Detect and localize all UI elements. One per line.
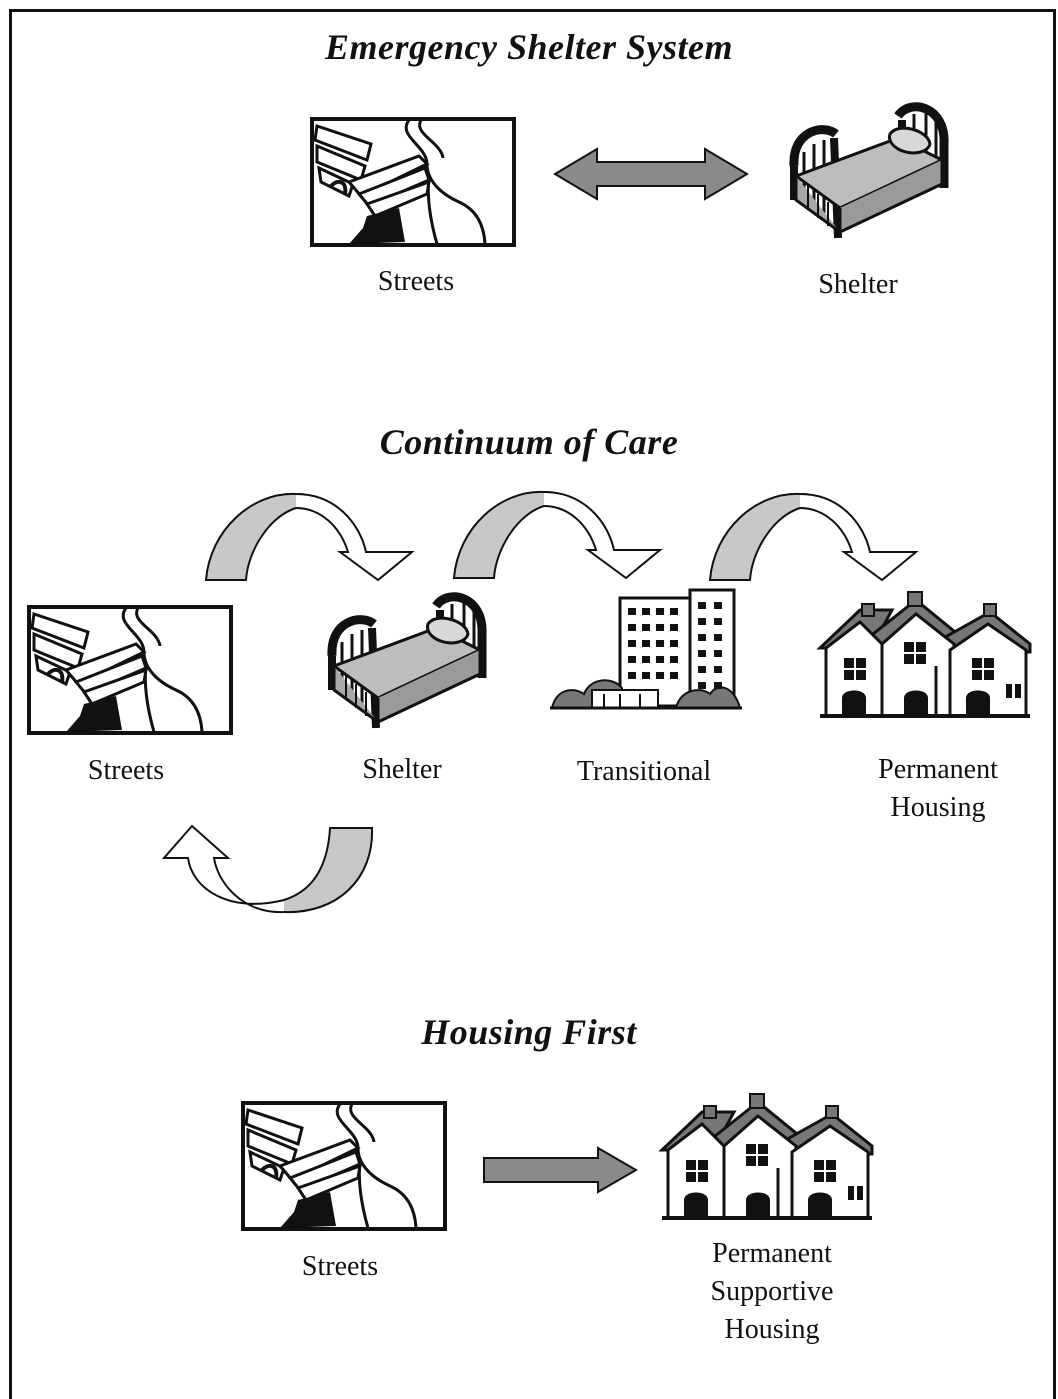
title-continuum-of-care: Continuum of Care [379, 422, 679, 462]
label-line: Housing [724, 1314, 820, 1345]
streets-bench-image [310, 117, 516, 247]
double-arrow [553, 147, 749, 201]
transitional-building-image [548, 588, 744, 710]
return-arrow-to-streets [161, 824, 374, 914]
label-transitional: Transitional [576, 756, 712, 787]
permanent-supportive-housing-image [660, 1092, 874, 1220]
label-permanent-housing: Permanent Housing [808, 751, 1058, 827]
label-line: Permanent [712, 1238, 832, 1269]
label-shelter: Shelter [818, 269, 898, 300]
title-emergency-shelter-system: Emergency Shelter System [325, 27, 733, 67]
diagram-frame [9, 9, 1056, 1399]
label-permanent-supportive-housing: Permanent Supportive Housing [642, 1235, 902, 1349]
curved-arrow-streets-to-shelter [204, 492, 415, 582]
right-arrow [483, 1146, 638, 1194]
label-streets: Streets [301, 1251, 379, 1282]
permanent-housing-image [818, 590, 1032, 718]
shelter-bed-image [778, 104, 954, 246]
title-housing-first: Housing First [421, 1012, 637, 1052]
label-streets: Streets [377, 266, 455, 297]
label-line: Permanent [878, 754, 998, 785]
streets-bench-image [241, 1101, 447, 1231]
curved-arrow-shelter-to-transitional [452, 490, 663, 580]
label-shelter: Shelter [362, 754, 442, 785]
curved-arrow-transitional-to-permanent [708, 492, 919, 582]
streets-bench-image [27, 605, 233, 735]
shelter-bed-image [316, 594, 492, 736]
label-streets: Streets [87, 755, 165, 786]
label-line: Supportive [710, 1276, 834, 1307]
label-line: Housing [890, 792, 986, 823]
